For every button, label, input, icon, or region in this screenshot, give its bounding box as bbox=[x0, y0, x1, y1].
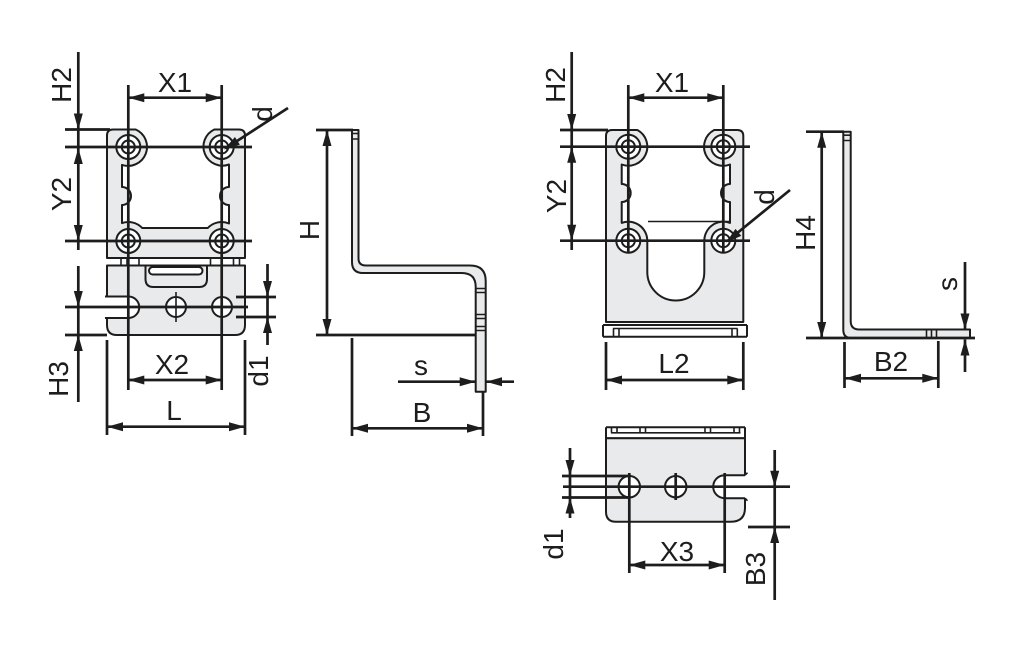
z-profile-outline bbox=[351, 129, 487, 393]
extension-lines bbox=[65, 85, 485, 436]
dim-label-s: s bbox=[414, 350, 428, 381]
dim-label-h4: H4 bbox=[790, 215, 821, 251]
bracket-a-side-view bbox=[351, 129, 487, 393]
bend-band-detail bbox=[612, 327, 739, 337]
slot-notch-flares bbox=[744, 472, 749, 502]
bend-tongue-outline bbox=[144, 265, 208, 288]
dim-label-d1: d1 bbox=[538, 528, 569, 559]
dim-label-d: d bbox=[749, 189, 780, 205]
bend-band bbox=[605, 426, 746, 440]
bracket-a-dimensions: H2 X1 d Y2 H3 X2 d1 L H s B bbox=[43, 52, 514, 436]
bracket-b-dimensions: H2 X1 Y2 d L2 H4 s B2 d1 X3 B3 bbox=[538, 52, 975, 600]
dim-label-b3: B3 bbox=[740, 552, 771, 586]
dim-label-x2: X2 bbox=[155, 349, 189, 380]
mounting-holes bbox=[615, 133, 737, 254]
dim-label-b: B bbox=[413, 397, 432, 428]
dim-label-h3: H3 bbox=[43, 361, 74, 397]
dim-label-x3: X3 bbox=[660, 536, 694, 567]
bracket-b-front-view bbox=[602, 129, 748, 338]
plate-upper-outline bbox=[106, 128, 246, 259]
dim-label-l: L bbox=[166, 395, 182, 426]
dim-label-x1: X1 bbox=[158, 67, 192, 98]
bend-band-lines bbox=[602, 324, 748, 338]
dim-label-x1: X1 bbox=[655, 67, 689, 98]
bracket-b-side-view bbox=[842, 130, 971, 339]
bend-band bbox=[602, 324, 748, 338]
extension-lines bbox=[560, 85, 975, 573]
profile-edge-marks bbox=[352, 132, 486, 332]
bend-slot bbox=[148, 266, 204, 276]
dim-label-y2: Y2 bbox=[46, 177, 77, 211]
dim-label-h2: H2 bbox=[46, 67, 77, 103]
dim-label-l2: L2 bbox=[658, 348, 689, 379]
bend-band-detail bbox=[610, 427, 741, 434]
dim-label-h: H bbox=[294, 220, 325, 240]
dim-label-d1: d1 bbox=[243, 355, 274, 386]
dim-label-b2: B2 bbox=[874, 346, 908, 377]
dim-label-s: s bbox=[932, 277, 963, 291]
profile-edge-marks bbox=[843, 134, 938, 338]
dim-label-d: d bbox=[247, 106, 278, 122]
bracket-a-front-view bbox=[104, 128, 246, 336]
dim-label-h2: H2 bbox=[540, 67, 571, 103]
dim-label-y2: Y2 bbox=[541, 179, 572, 213]
l-profile-outline bbox=[842, 130, 971, 339]
